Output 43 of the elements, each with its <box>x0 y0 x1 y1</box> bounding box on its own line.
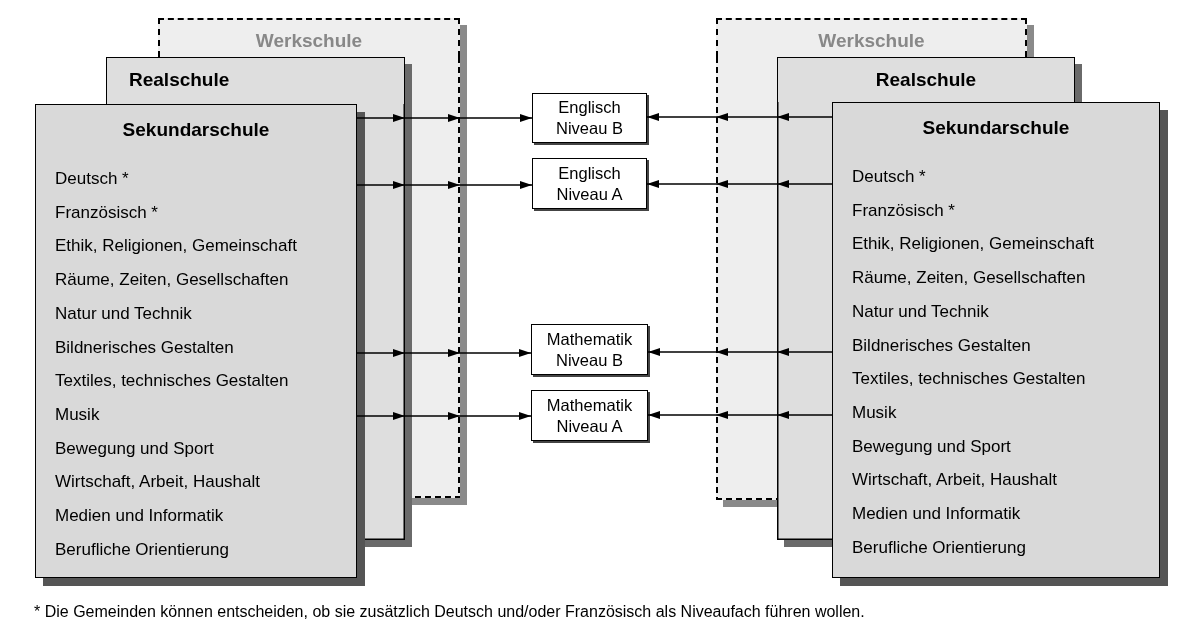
subject-label: Französisch * <box>852 200 955 221</box>
footnote: * Die Gemeinden können entscheiden, ob sie zusätzlich Deutsch und/oder Französisch als Niveaufach führen wollen. <box>34 603 865 621</box>
subject-label: Bildnerisches Gestalten <box>55 337 234 358</box>
subject-box: Mathematik Niveau B <box>531 324 648 375</box>
arrow <box>356 349 532 357</box>
subject-label: Natur und Technik <box>852 301 989 322</box>
subject-box: Englisch Niveau A <box>532 158 647 209</box>
subject-label: Ethik, Religionen, Gemeinschaft <box>852 234 1094 255</box>
panel-title: Sekundarschule <box>922 117 1070 138</box>
subject-label: Ethik, Religionen, Gemeinschaft <box>55 236 297 257</box>
arrow <box>646 113 833 121</box>
subject-label: Medien und Informatik <box>852 504 1021 524</box>
subject-label: Bewegung und Sport <box>55 438 214 459</box>
arrow <box>647 411 833 419</box>
subject-label: Räume, Zeiten, Gesellschaften <box>852 268 1086 289</box>
arrow <box>356 181 533 189</box>
arrow <box>356 412 532 420</box>
subject-label: Wirtschaft, Arbeit, Haushalt <box>852 470 1058 491</box>
card-title: Realschule <box>129 69 230 90</box>
subject-label: Berufliche Orientierung <box>852 537 1026 558</box>
arrow <box>646 180 833 188</box>
subject-label: Medien und Informatik <box>55 506 224 526</box>
subject-label: Französisch * <box>55 202 158 223</box>
subject-label: Berufliche Orientierung <box>55 539 229 560</box>
subject-label: Räume, Zeiten, Gesellschaften <box>55 270 289 291</box>
subject-label: Deutsch * <box>852 167 926 187</box>
card-title: Werkschule <box>818 30 925 51</box>
subject-box: Mathematik Niveau A <box>531 390 648 441</box>
subject-label: Wirtschaft, Arbeit, Haushalt <box>55 472 261 493</box>
subject-label: Bildnerisches Gestalten <box>852 335 1031 356</box>
arrow <box>647 348 833 356</box>
subject-label: Musik <box>55 404 100 425</box>
subject-label: Textiles, technisches Gestalten <box>852 369 1086 390</box>
subject-box: Englisch Niveau B <box>532 93 647 143</box>
panel-title: Sekundarschule <box>122 119 270 140</box>
subject-label: Musik <box>852 402 897 423</box>
subject-label: Natur und Technik <box>55 303 192 324</box>
subject-label: Textiles, technisches Gestalten <box>55 371 289 392</box>
card-title: Werkschule <box>255 30 363 51</box>
arrow <box>356 114 533 122</box>
card-title: Realschule <box>875 69 977 90</box>
subject-label: Bewegung und Sport <box>852 436 1011 457</box>
subject-label: Deutsch * <box>55 169 129 189</box>
